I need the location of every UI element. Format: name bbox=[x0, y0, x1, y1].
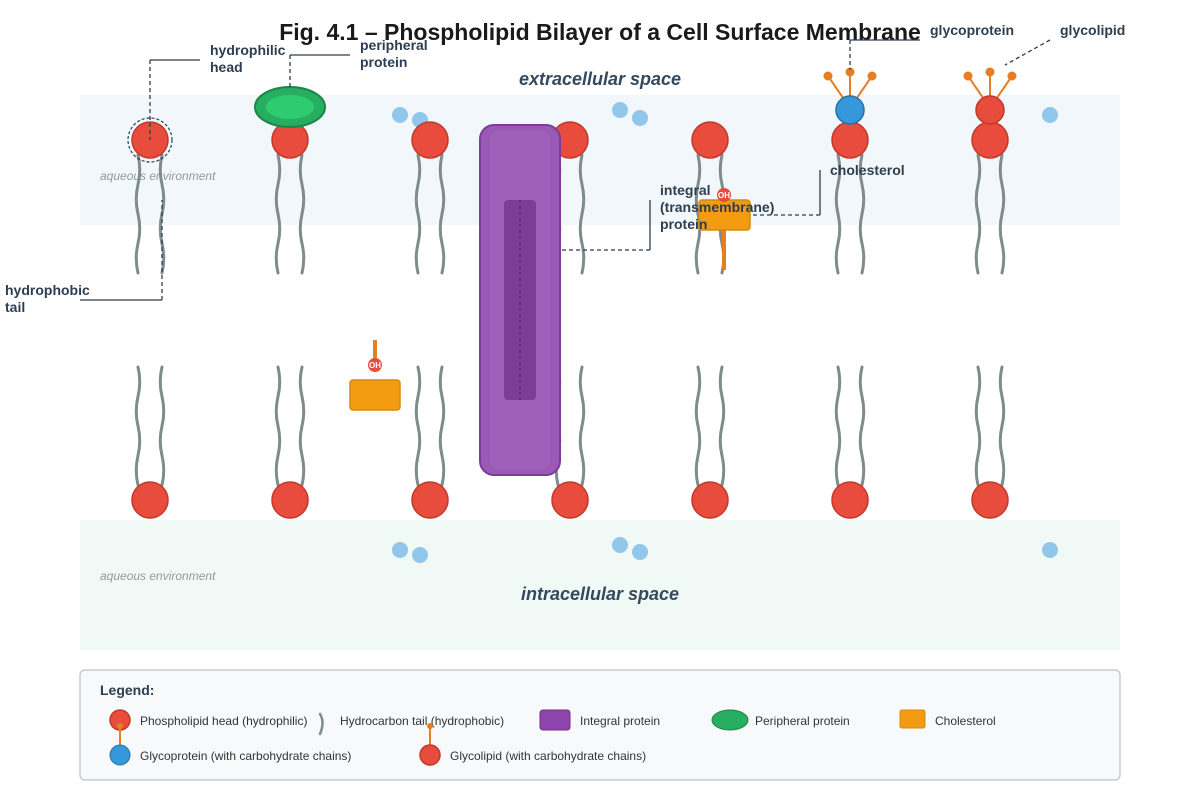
hydrocarbon-tail bbox=[834, 153, 842, 275]
hydrocarbon-tails bbox=[134, 153, 1006, 487]
glycoprotein-label: glycoprotein bbox=[930, 22, 1014, 38]
hydrocarbon-tail bbox=[298, 365, 306, 487]
sugar-unit bbox=[845, 67, 855, 77]
phospholipid-head bbox=[411, 121, 449, 159]
legend-hydrocarbon-tail-icon bbox=[318, 712, 324, 736]
water-molecule bbox=[392, 107, 408, 123]
extracellular-region bbox=[80, 95, 1120, 225]
legend-title: Legend: bbox=[100, 682, 154, 698]
glycolipid-head bbox=[975, 95, 1005, 125]
sugar-unit bbox=[1007, 71, 1017, 81]
hydrocarbon-tail bbox=[158, 365, 166, 487]
hydrocarbon-tail bbox=[974, 365, 982, 487]
hydrocarbon-tail bbox=[998, 365, 1006, 487]
phospholipid-heads bbox=[131, 67, 1017, 519]
hydroxyl-group bbox=[717, 188, 731, 202]
legend-cholesterol-label: Cholesterol bbox=[935, 714, 996, 728]
hydrocarbon-tail bbox=[274, 365, 282, 487]
water-molecule bbox=[632, 110, 648, 126]
hydrocarbon-tail bbox=[578, 365, 586, 487]
extracellular-label: extracellular space bbox=[519, 69, 681, 89]
legend: Legend: Phospholipid head (hydrophilic) … bbox=[79, 669, 1121, 781]
hydrocarbon-tail bbox=[298, 153, 306, 275]
hydrocarbon-tail bbox=[694, 365, 702, 487]
phospholipid-head bbox=[971, 121, 1009, 159]
phospholipid-head bbox=[691, 121, 729, 159]
legend-integral-protein-label: Integral protein bbox=[580, 714, 660, 728]
water-molecule bbox=[1042, 107, 1058, 123]
integral-protein-label: integral (transmembrane) protein bbox=[660, 182, 778, 232]
hydrocarbon-tail bbox=[834, 365, 842, 487]
hydrocarbon-tail bbox=[274, 153, 282, 275]
legend-glycolipid-icon bbox=[419, 744, 441, 766]
water-molecule bbox=[1042, 542, 1058, 558]
legend-phospholipid-head-label: Phospholipid head (hydrophilic) bbox=[140, 714, 307, 728]
sugar-unit bbox=[867, 71, 877, 81]
legend-glycoprotein-label: Glycoprotein (with carbohydrate chains) bbox=[140, 749, 351, 763]
cholesterol-upper: OH bbox=[698, 188, 751, 270]
cholesterol-lower: OH bbox=[349, 340, 401, 411]
phospholipid-head bbox=[831, 121, 869, 159]
hydrocarbon-tail bbox=[438, 153, 446, 275]
hydroxyl-label: OH bbox=[369, 361, 381, 370]
hydroxyl-group bbox=[368, 358, 382, 372]
hydrophobic-tail-label: hydrophobic tail bbox=[5, 282, 94, 315]
aqueous-top-label: aqueous environment bbox=[100, 169, 216, 183]
phospholipid-head bbox=[691, 481, 729, 519]
hydrocarbon-tail bbox=[134, 365, 142, 487]
hydrocarbon-tail bbox=[414, 153, 422, 275]
sugar-unit bbox=[963, 71, 973, 81]
hydroxyl-label: OH bbox=[718, 191, 730, 200]
legend-hydrocarbon-tail-label: Hydrocarbon tail (hydrophobic) bbox=[340, 714, 504, 728]
cholesterol-label: cholesterol bbox=[830, 162, 905, 178]
hydrocarbon-tail bbox=[134, 153, 142, 275]
glycoprotein bbox=[835, 95, 865, 125]
hydrocarbon-tail bbox=[414, 365, 422, 487]
intracellular-region bbox=[80, 520, 1120, 650]
phospholipid-head bbox=[971, 481, 1009, 519]
legend-peripheral-protein-icon bbox=[711, 709, 749, 731]
legend-glycolipid-label: Glycolipid (with carbohydrate chains) bbox=[450, 749, 646, 763]
sugar-unit bbox=[823, 71, 833, 81]
water-molecule bbox=[612, 102, 628, 118]
hydrocarbon-tail bbox=[858, 153, 866, 275]
water-molecule bbox=[632, 544, 648, 560]
phospholipid-head bbox=[411, 481, 449, 519]
peripheral-protein bbox=[254, 86, 326, 128]
phospholipid-head bbox=[831, 481, 869, 519]
water-molecule bbox=[412, 547, 428, 563]
phospholipid-head bbox=[131, 481, 169, 519]
hydrophilic-head-highlight bbox=[127, 117, 173, 163]
legend-cholesterol-icon bbox=[899, 709, 926, 729]
water-molecules bbox=[392, 102, 1058, 563]
sugar-unit bbox=[985, 67, 995, 77]
hydrocarbon-tail bbox=[974, 153, 982, 275]
phospholipid-head bbox=[551, 481, 589, 519]
hydrocarbon-tail bbox=[718, 365, 726, 487]
hydrophilic-head-label: hydrophilic head bbox=[210, 42, 289, 75]
legend-integral-protein-icon bbox=[539, 709, 571, 731]
leader-lines bbox=[80, 39, 1051, 301]
hydrocarbon-tail bbox=[438, 365, 446, 487]
legend-peripheral-protein-label: Peripheral protein bbox=[755, 714, 850, 728]
phospholipid-head bbox=[271, 481, 309, 519]
aqueous-bottom-label: aqueous environment bbox=[100, 569, 216, 583]
figure-title: Fig. 4.1 – Phospholipid Bilayer of a Cel… bbox=[279, 19, 921, 45]
legend-glycoprotein-icon bbox=[109, 744, 131, 766]
glycolipid-label: glycolipid bbox=[1060, 22, 1125, 38]
hydrocarbon-tail bbox=[694, 153, 702, 275]
hydrocarbon-tail bbox=[998, 153, 1006, 275]
water-molecule bbox=[612, 537, 628, 553]
peripheral-protein-label: peripheral protein bbox=[360, 37, 432, 70]
hydrocarbon-tail bbox=[858, 365, 866, 487]
hydrocarbon-tail bbox=[578, 153, 586, 275]
intracellular-label: intracellular space bbox=[521, 584, 679, 604]
water-molecule bbox=[392, 542, 408, 558]
integral-protein bbox=[479, 124, 561, 476]
